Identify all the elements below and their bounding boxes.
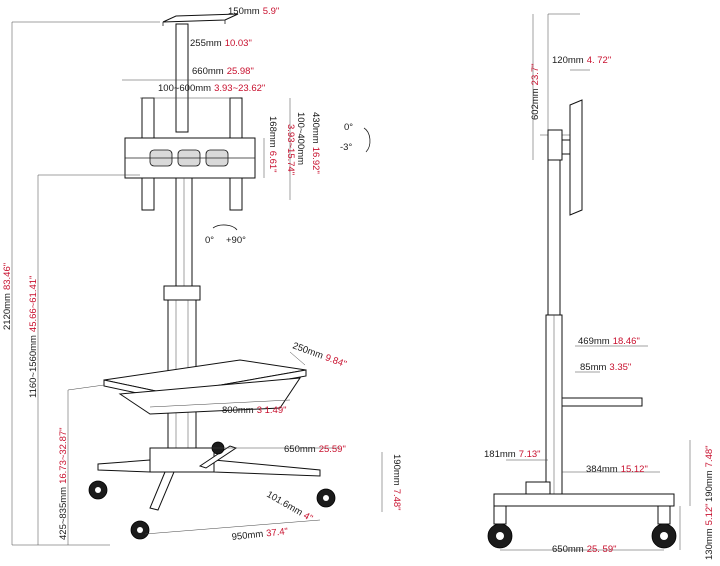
tilt-arrow xyxy=(363,127,371,153)
pivot-arrow xyxy=(212,224,238,231)
pivot-end-label: +90° xyxy=(226,235,246,246)
tilt-down-label: -3° xyxy=(340,142,352,153)
label-168: 168mm6.61" xyxy=(267,116,278,173)
label-130: 130mm5.12" xyxy=(704,503,715,560)
top-plate xyxy=(162,13,239,23)
tilt-up-label: 0° xyxy=(344,122,353,133)
side-column xyxy=(547,159,561,316)
side-base xyxy=(493,493,675,507)
label-1160-1560: 1160~1560mm45.66~61.41" xyxy=(28,276,39,398)
label-2120: 2120mm83.46" xyxy=(2,263,13,330)
label-101-6: 101.6mm4" xyxy=(265,489,315,524)
label-602: 602mm23.7" xyxy=(530,63,541,120)
label-425-835: 425~835mm16.73~32.87" xyxy=(58,427,69,540)
label-430: 430mm16.92" xyxy=(310,112,321,174)
height-collar xyxy=(163,285,201,301)
label-190-side: 190mm7.48" xyxy=(704,445,715,502)
front-view xyxy=(11,13,383,546)
label-190-front: 190mm7.48" xyxy=(391,454,402,511)
pivot-start-label: 0° xyxy=(205,235,214,246)
label-100-400-inch: 3.93~15.74" xyxy=(285,124,296,175)
side-screen xyxy=(569,99,583,216)
side-view xyxy=(487,13,691,551)
label-250: 250mm9.84" xyxy=(291,340,348,370)
side-shelf xyxy=(561,397,643,407)
av-shelf xyxy=(103,359,307,415)
vesa-mount xyxy=(124,97,256,211)
upper-tube xyxy=(175,23,189,133)
side-bracket xyxy=(547,129,563,161)
base-frame xyxy=(88,441,336,540)
label-100-400-mm: 100~400mm xyxy=(295,112,306,165)
